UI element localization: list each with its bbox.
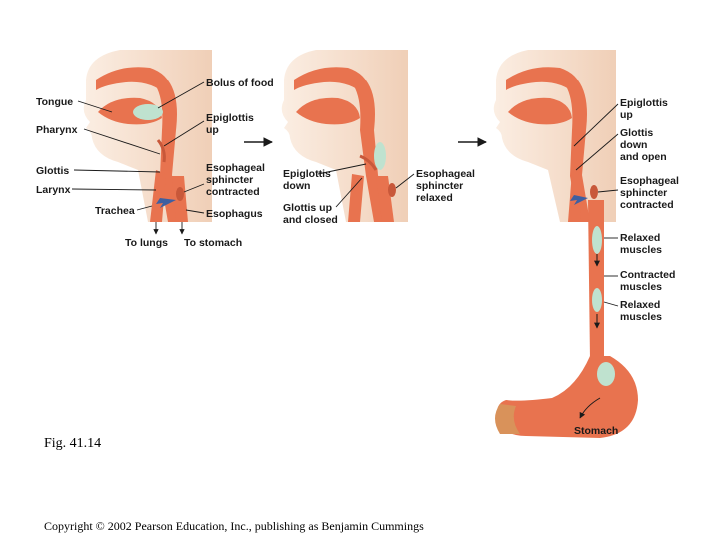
label-stomach: Stomach — [574, 425, 618, 437]
duodenum — [495, 404, 520, 434]
label-esophagus: Esophagus — [206, 208, 263, 220]
leader-glottis-down-open — [575, 133, 619, 171]
label-sphincter-contracted-p3: Esophageal sphincter contracted — [620, 175, 682, 211]
bolus-of-food — [133, 104, 163, 120]
panel-3-peristalsis — [493, 50, 638, 438]
leader-glottis — [73, 169, 161, 173]
leader-esophagus — [185, 209, 205, 214]
airflow-arrow-icon — [156, 198, 176, 208]
nasal-cavity — [96, 67, 172, 94]
leader-relaxed-2 — [603, 301, 619, 307]
tongue-shape-2 — [296, 97, 360, 125]
bolus-in-pharynx — [374, 142, 386, 170]
bolus-in-esophagus — [592, 226, 602, 254]
label-larynx: Larynx — [36, 184, 71, 196]
trachea-tube — [150, 170, 166, 222]
label-pharynx: Pharynx — [36, 124, 78, 136]
label-contracted-muscles: Contracted muscles — [620, 269, 678, 293]
label-epiglottis-up-p3: Epiglottis up — [620, 97, 671, 121]
leader-epiglottis-down — [317, 163, 367, 175]
label-glottis-up-closed: Glottis up and closed — [283, 202, 338, 226]
sphincter-relaxed-mark — [388, 183, 396, 197]
epiglottis-flap — [156, 139, 166, 163]
esophagus-long — [588, 200, 604, 360]
label-sphincter-contracted-p1: Esophageal sphincter contracted — [206, 162, 268, 198]
panel-1-bolus-entering-pharynx — [83, 50, 212, 222]
label-to-stomach: To stomach — [184, 237, 242, 249]
label-relaxed-muscles-1: Relaxed muscles — [620, 232, 663, 256]
leader-epiglottis-up-p3 — [573, 103, 619, 147]
nasal-cavity-3 — [506, 67, 582, 94]
bolus-in-stomach — [597, 362, 615, 386]
leader-glottis-up-closed — [335, 177, 363, 208]
label-trachea: Trachea — [95, 205, 135, 217]
label-epiglottis-down: Epiglottis down — [283, 168, 334, 192]
bolus-lower-esophagus — [592, 288, 602, 312]
airflow-arrow-icon-3 — [570, 195, 588, 205]
leader-pharynx — [83, 128, 161, 155]
leader-larynx — [71, 188, 157, 191]
leader-epiglottis-up-p1 — [163, 120, 205, 147]
label-relaxed-muscles-2: Relaxed muscles — [620, 299, 663, 323]
trachea-tube-2 — [348, 174, 364, 222]
leader-sphincter-relaxed — [395, 173, 415, 189]
nasal-cavity-2 — [294, 67, 370, 94]
label-epiglottis-up-p1: Epiglottis up — [206, 112, 257, 136]
figure-caption: Fig. 41.14 — [44, 436, 102, 451]
copyright-notice: Copyright © 2002 Pearson Education, Inc.… — [44, 519, 424, 533]
label-tongue: Tongue — [36, 96, 73, 108]
label-bolus: Bolus of food — [206, 77, 274, 89]
leader-tongue — [77, 100, 113, 113]
tongue-shape-3 — [508, 97, 572, 125]
panel-2-bolus-passing-glottis — [281, 50, 408, 222]
epiglottis-flap-down — [359, 154, 378, 171]
label-glottis: Glottis — [36, 165, 69, 177]
label-to-lungs: To lungs — [125, 237, 168, 249]
stomach-flow-arrow-icon — [579, 397, 601, 419]
label-glottis-down-open: Glottis down and open — [620, 127, 667, 163]
leader-sphincter-p1 — [183, 183, 205, 193]
leader-trachea — [136, 205, 153, 211]
leader-bolus — [157, 81, 205, 109]
sphincter-contracted-mark — [176, 187, 184, 201]
sphincter-contracted-mark-3 — [590, 185, 598, 199]
head-silhouette-3 — [493, 50, 616, 222]
leader-sphincter-p3 — [597, 189, 619, 193]
label-sphincter-relaxed: Esophageal sphincter relaxed — [416, 168, 478, 204]
